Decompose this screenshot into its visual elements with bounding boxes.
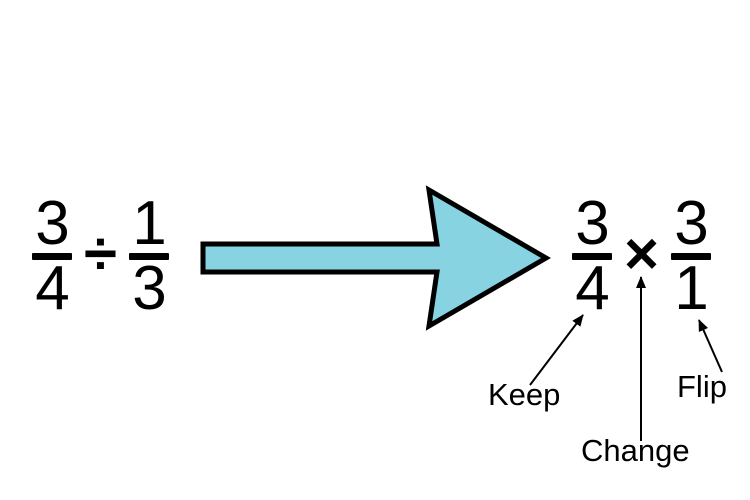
kept-numerator: 3 xyxy=(575,189,609,258)
transform-arrow-icon xyxy=(200,185,551,331)
change-label: Change xyxy=(581,433,690,468)
fraction-bar xyxy=(32,253,72,260)
dividend-numerator: 3 xyxy=(35,189,69,258)
multiplication-operator: × xyxy=(624,219,660,287)
right-expression: 3 4 × 3 1 xyxy=(570,189,713,323)
divisor-fraction: 1 3 xyxy=(127,189,171,323)
division-operator: ÷ xyxy=(84,219,117,287)
left-expression: 3 4 ÷ 1 3 xyxy=(30,189,171,323)
divisor-denominator: 3 xyxy=(132,254,166,323)
fraction-bar xyxy=(128,253,169,260)
flipped-denominator: 1 xyxy=(674,254,708,323)
keep-label: Keep xyxy=(488,377,561,412)
flip-label: Flip xyxy=(677,369,727,404)
divisor-numerator: 1 xyxy=(132,189,166,258)
dividend-denominator: 4 xyxy=(35,254,69,323)
fraction-bar xyxy=(671,253,712,260)
dividend-fraction: 3 4 xyxy=(30,189,74,323)
flipped-fraction: 3 1 xyxy=(669,189,713,323)
fraction-bar xyxy=(572,253,612,260)
kept-denominator: 4 xyxy=(575,254,609,323)
kept-fraction: 3 4 xyxy=(570,189,614,323)
keep-arrow-icon xyxy=(529,314,584,386)
flipped-numerator: 3 xyxy=(674,189,708,258)
flip-arrow-icon xyxy=(698,319,723,373)
